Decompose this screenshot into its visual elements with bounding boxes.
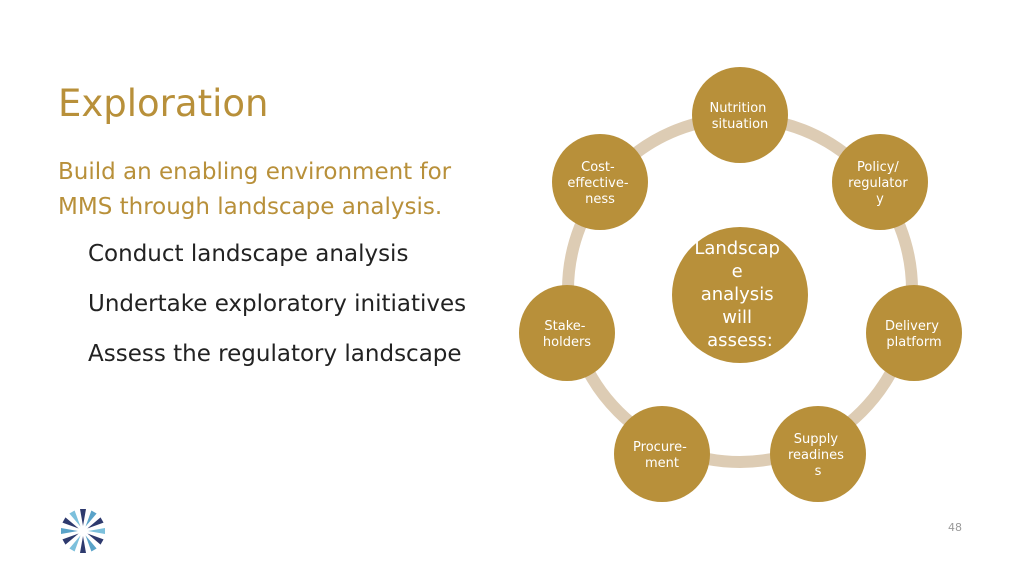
page-number: 48 xyxy=(948,521,962,534)
svg-text:Cost- effective- n: Cost- effective- ness xyxy=(567,160,632,207)
svg-text:Procure- ment: Procure- ment xyxy=(633,440,691,471)
node-stakeholders: Stake- holders xyxy=(519,285,615,381)
center-label: Landscap e analysis will assess: xyxy=(694,238,785,351)
node-delivery-platform: Delivery platform xyxy=(866,285,962,381)
svg-text:Policy/ regulator: Policy/ regulator y xyxy=(848,160,912,207)
node-procurement: Procure- ment xyxy=(614,406,710,502)
node-cost-effectiveness: Cost- effective- ness xyxy=(552,134,648,230)
slide-title: Exploration xyxy=(58,82,269,125)
node-nutrition-situation: Nutrition situation xyxy=(692,67,788,163)
svg-text:Delivery platform: Delivery platform xyxy=(885,319,943,350)
center-circle xyxy=(672,227,808,363)
starburst-logo-icon xyxy=(61,509,105,553)
svg-text:Nutrition situation: Nutrition situation xyxy=(709,101,770,132)
svg-text:Supply readines s: Supply readines s xyxy=(788,432,848,479)
node-supply-readiness: Supply readines s xyxy=(770,406,866,502)
bullet-item: Undertake exploratory initiatives xyxy=(88,291,467,317)
bullet-item: Conduct landscape analysis xyxy=(88,241,409,267)
bullet-list: Conduct landscape analysis Undertake exp… xyxy=(88,236,466,386)
slide-subtitle: Build an enabling environment for MMS th… xyxy=(58,159,452,220)
svg-text:Stake- holders: Stake- holders xyxy=(543,319,591,350)
bullet-item: Assess the regulatory landscape xyxy=(88,341,462,367)
node-policy-regulatory: Policy/ regulator y xyxy=(832,134,928,230)
